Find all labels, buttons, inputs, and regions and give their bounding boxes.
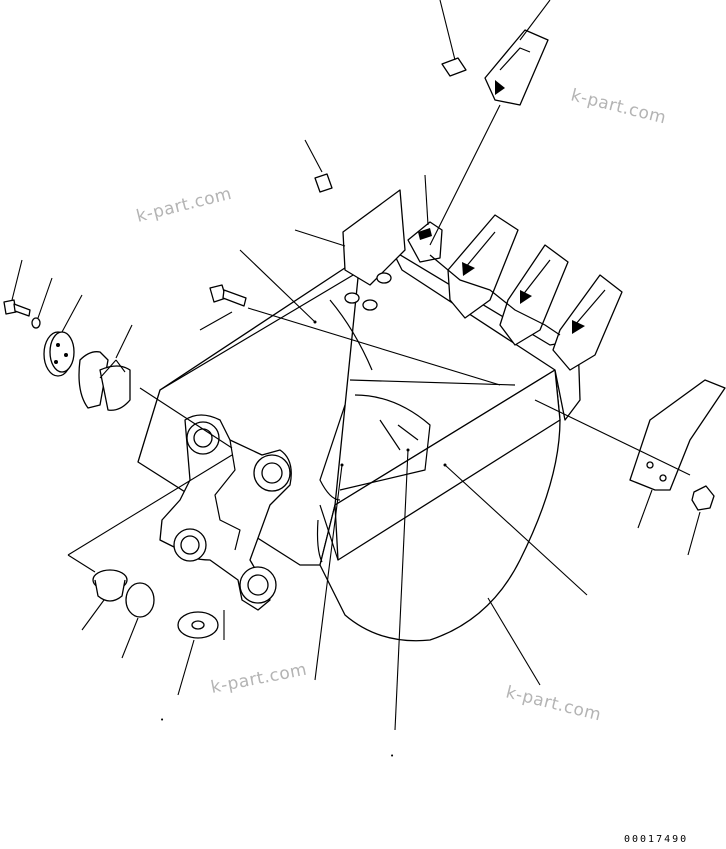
bolt-long: [209, 284, 247, 307]
tooth-3: [552, 274, 623, 371]
watermark-top-left: k-part.com: [134, 184, 234, 227]
label-mark-center: •: [390, 752, 394, 760]
tooth-detached: [484, 29, 549, 106]
hub-plate: [43, 331, 75, 377]
watermark-bottom-left: k-part.com: [209, 660, 309, 698]
boss-top-left-hole: [193, 428, 213, 448]
watermark-top-right: k-part.com: [569, 85, 669, 128]
adapter-row: [429, 254, 561, 336]
leader-lines: [11, 0, 701, 731]
tooth-1: [447, 214, 519, 319]
tooth-2: [499, 244, 569, 346]
side-shroud: [342, 189, 406, 286]
seal-ring: [125, 582, 155, 618]
pin-detached: [441, 57, 467, 77]
label-mark-left: •: [160, 716, 164, 724]
bracket-assembly: [159, 414, 292, 611]
side-nuts: [344, 272, 392, 311]
leader-dots: [313, 320, 447, 467]
bolt-small: [3, 299, 31, 317]
side-cutter: [629, 379, 726, 491]
washer-small: [31, 317, 41, 329]
lock-pin: [314, 173, 333, 193]
cutter-nut: [691, 485, 715, 511]
bushing: [92, 569, 128, 602]
shim-pair: [78, 351, 131, 411]
washer-large: [177, 611, 219, 639]
drawing-code: 00017490: [624, 834, 688, 845]
adapter-left: [407, 221, 443, 263]
watermark-bottom-right: k-part.com: [504, 682, 604, 725]
